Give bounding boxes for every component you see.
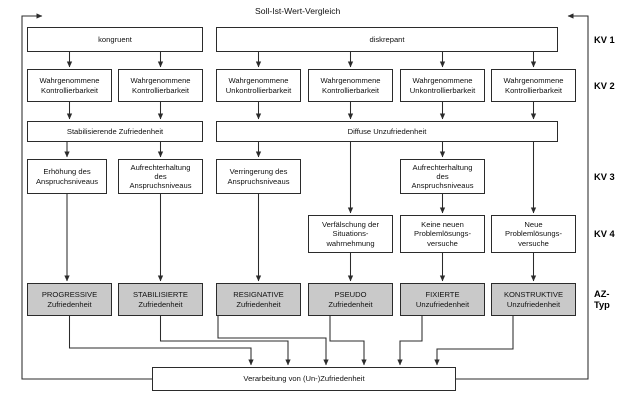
box-label: Wahrgenommene Unkontrollierbarkeit <box>225 76 292 95</box>
arrow-resignative-verarbeitung <box>217 316 329 366</box>
box-kongruent[interactable]: kongruent <box>27 27 203 52</box>
box-label: Aufrechterhaltung des Anspruchsniveaus <box>411 162 474 191</box>
box-label: STABILISIERTE Zufriedenheit <box>132 290 188 309</box>
box-wahrgenommene-kontrollierbarkeit-1[interactable]: Wahrgenommene Kontrollierbarkeit <box>27 69 112 102</box>
arrow-konstruktive-verarbeitung <box>434 316 514 366</box>
box-diskrepant[interactable]: diskrepant <box>216 27 558 52</box>
band-label-kv3: KV 3 <box>594 172 615 182</box>
box-keine-neuen-problemloesungsversuche[interactable]: Keine neuen Problemlösungs- versuche <box>400 215 485 253</box>
box-wahrgenommene-unkontrollierbarkeit-1[interactable]: Wahrgenommene Unkontrollierbarkeit <box>216 69 301 102</box>
box-wahrgenommene-kontrollierbarkeit-2[interactable]: Wahrgenommene Kontrollierbarkeit <box>118 69 203 102</box>
box-konstruktive-unzufriedenheit[interactable]: KONSTRUKTIVE Unzufriedenheit <box>491 283 576 316</box>
box-label: RESIGNATIVE Zufriedenheit <box>233 290 284 309</box>
box-label: diskrepant <box>369 34 405 44</box>
box-label: PROGRESSIVE Zufriedenheit <box>41 290 98 309</box>
box-label: Wahrgenommene Unkontrollierbarkeit <box>409 76 476 95</box>
box-label: Wahrgenommene Kontrollierbarkeit <box>39 76 100 95</box>
box-label: Diffuse Unzufriedenheit <box>347 126 427 136</box>
box-diffuse-unzufriedenheit[interactable]: Diffuse Unzufriedenheit <box>216 121 558 142</box>
band-label-kv4: KV 4 <box>594 229 615 239</box>
box-label: Aufrechterhaltung des Anspruchsniveaus <box>129 162 192 191</box>
box-label: Wahrgenommene Kontrollierbarkeit <box>503 76 564 95</box>
arrow-fixierte-verarbeitung <box>397 316 423 366</box>
box-verarbeitung-unzufriedenheit[interactable]: Verarbeitung von (Un-)Zufriedenheit <box>152 367 456 391</box>
box-label: Verfälschung der Situations- wahrnehmung <box>322 220 379 248</box>
box-progressive-zufriedenheit[interactable]: PROGRESSIVE Zufriedenheit <box>27 283 112 316</box>
band-label-kv1: KV 1 <box>594 35 615 45</box>
arrow-stabilisierte-verarbeitung <box>159 316 291 366</box>
box-label: Wahrgenommene Kontrollierbarkeit <box>130 76 191 95</box>
box-verringerung-anspruchsniveaus[interactable]: Verringerung des Anspruchsniveaus <box>216 159 301 194</box>
arrow-pseudo-verarbeitung <box>329 316 367 366</box>
box-label: Neue Problemlösungs- versuche <box>505 220 562 248</box>
box-label: Wahrgenommene Kontrollierbarkeit <box>320 76 381 95</box>
box-fixierte-unzufriedenheit[interactable]: FIXIERTE Unzufriedenheit <box>400 283 485 316</box>
box-wahrgenommene-kontrollierbarkeit-4[interactable]: Wahrgenommene Kontrollierbarkeit <box>491 69 576 102</box>
box-neue-problemloesungsversuche[interactable]: Neue Problemlösungs- versuche <box>491 215 576 253</box>
box-label: FIXIERTE Unzufriedenheit <box>415 290 470 309</box>
box-aufrechterhaltung-anspruchsniveaus-1[interactable]: Aufrechterhaltung des Anspruchsniveaus <box>118 159 203 194</box>
box-stabilisierende-zufriedenheit[interactable]: Stabilisierende Zufriedenheit <box>27 121 203 142</box>
box-wahrgenommene-kontrollierbarkeit-3[interactable]: Wahrgenommene Kontrollierbarkeit <box>308 69 393 102</box>
box-label: Verringerung des Anspruchsniveaus <box>227 167 290 186</box>
box-wahrgenommene-unkontrollierbarkeit-2[interactable]: Wahrgenommene Unkontrollierbarkeit <box>400 69 485 102</box>
box-resignative-zufriedenheit[interactable]: RESIGNATIVE Zufriedenheit <box>216 283 301 316</box>
box-stabilisierte-zufriedenheit[interactable]: STABILISIERTE Zufriedenheit <box>118 283 203 316</box>
box-label: KONSTRUKTIVE Unzufriedenheit <box>503 290 564 309</box>
box-label: Verarbeitung von (Un-)Zufriedenheit <box>243 374 365 384</box>
band-label-aztyp: AZ- Typ <box>594 289 610 310</box>
arrow-progressive-verarbeitung <box>68 316 254 366</box>
box-pseudo-zufriedenheit[interactable]: PSEUDO Zufriedenheit <box>308 283 393 316</box>
box-label: PSEUDO Zufriedenheit <box>328 290 373 309</box>
box-label: Keine neuen Problemlösungs- versuche <box>414 220 471 248</box>
box-label: Erhöhung des Anspruchsniveaus <box>35 167 99 186</box>
box-verfaelschung-situationswahrnehmung[interactable]: Verfälschung der Situations- wahrnehmung <box>308 215 393 253</box>
band-label-kv2: KV 2 <box>594 81 615 91</box>
box-aufrechterhaltung-anspruchsniveaus-2[interactable]: Aufrechterhaltung des Anspruchsniveaus <box>400 159 485 194</box>
diagram-title: Soll-Ist-Wert-Vergleich <box>255 6 341 16</box>
box-erhoehung-anspruchsniveaus[interactable]: Erhöhung des Anspruchsniveaus <box>27 159 107 194</box>
box-label: kongruent <box>98 34 132 44</box>
box-label: Stabilisierende Zufriedenheit <box>66 126 164 136</box>
